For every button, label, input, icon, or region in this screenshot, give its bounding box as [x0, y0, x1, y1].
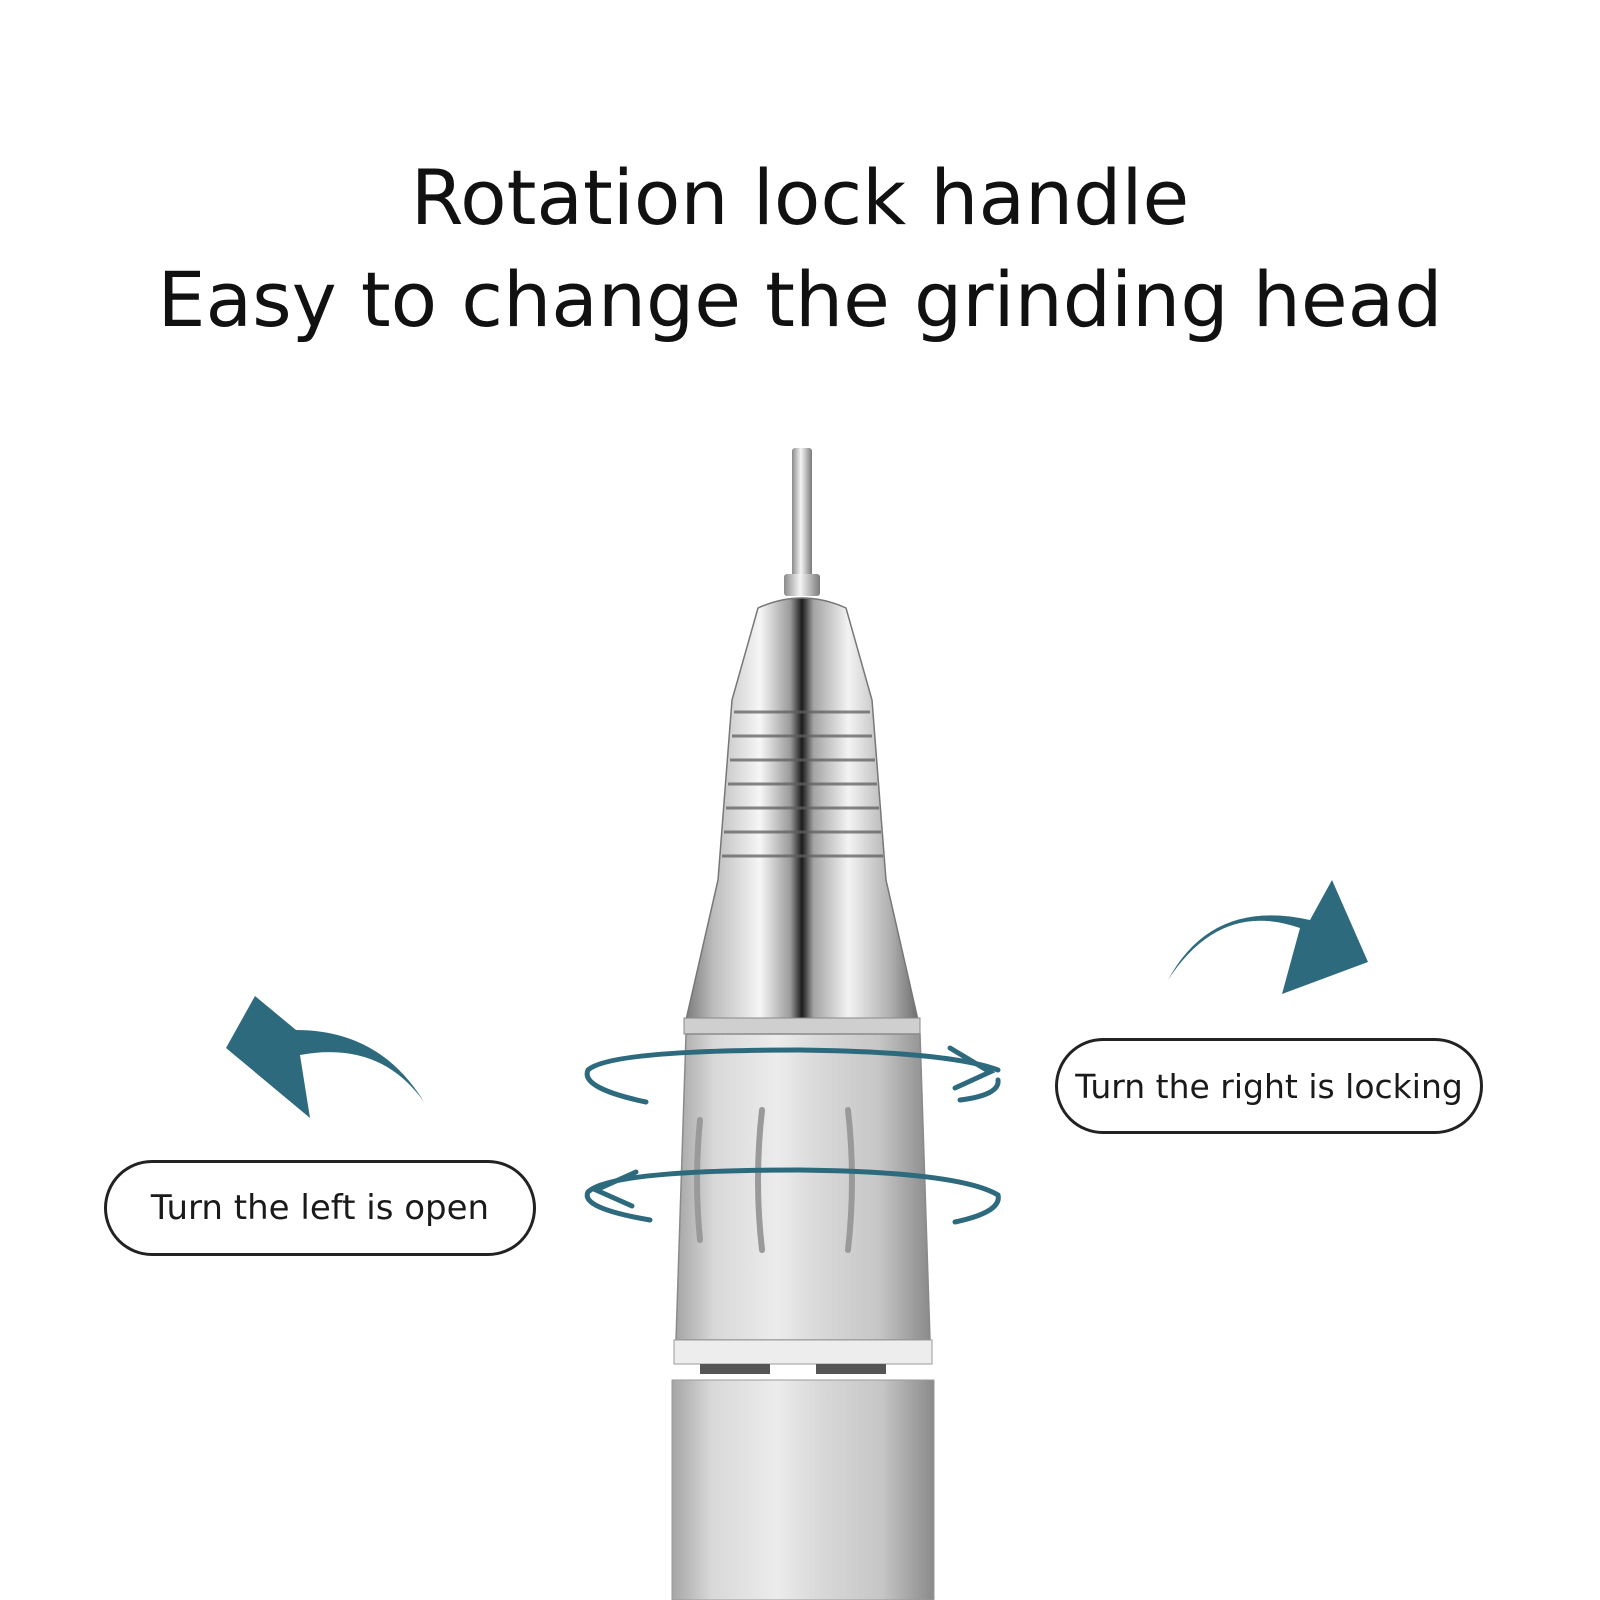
collar-grooves [694, 1107, 855, 1253]
headline-line-2: Easy to change the grinding head [157, 255, 1443, 344]
lower-ring [673, 1339, 933, 1365]
handle-body [671, 1379, 935, 1600]
vent-slot-left [700, 1364, 770, 1374]
curved-arrow-left-icon [226, 996, 424, 1118]
label-turn-right-locking: Turn the right is locking [1055, 1038, 1483, 1134]
bit-shaft [792, 448, 812, 578]
label-turn-left-open: Turn the left is open [104, 1160, 536, 1256]
grip-rings [722, 710, 883, 858]
vent-slot-right [816, 1364, 886, 1374]
rotation-ring-icon [584, 1045, 1001, 1225]
joint-band [683, 1017, 921, 1035]
bit-collar [784, 574, 820, 596]
lock-collar [675, 1033, 931, 1341]
headline-line-1: Rotation lock handle [410, 153, 1190, 242]
curved-arrow-right-icon [1168, 880, 1368, 994]
